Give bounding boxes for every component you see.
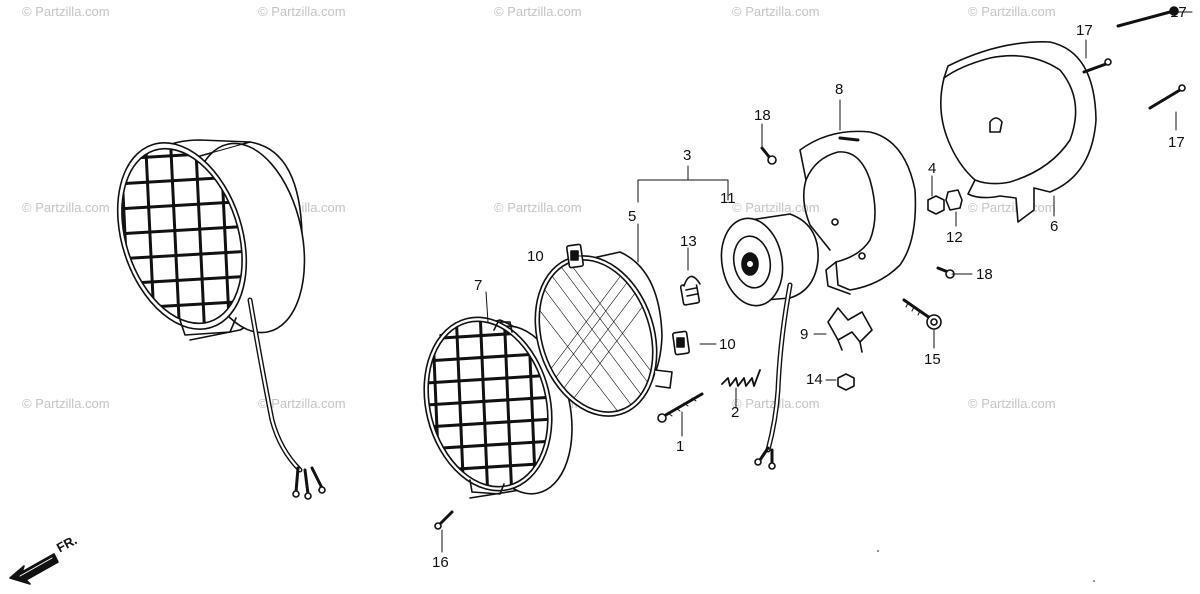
- bolt-part-17-middle: [1082, 58, 1112, 74]
- callout-1: 1: [676, 438, 685, 455]
- clip-part-10-upper: [565, 243, 585, 269]
- callout-18-upper: 18: [754, 107, 771, 124]
- screw-part-18-upper: [760, 146, 777, 165]
- headlight-lens-part: [520, 249, 673, 427]
- watermark: © Partzilla.com: [732, 200, 820, 215]
- nut-part-12: [945, 189, 963, 211]
- headlight-case-part-8: [799, 130, 917, 295]
- headlight-assembly-complete: [100, 133, 326, 500]
- callout-8: 8: [835, 81, 844, 98]
- front-direction-arrow-icon: [9, 553, 59, 585]
- bolt-part-15: [902, 298, 942, 330]
- callout-5: 5: [628, 208, 637, 225]
- socket-part-11: [720, 213, 819, 470]
- callout-17-top-right: 17: [1170, 4, 1187, 21]
- watermark: © Partzilla.com: [22, 200, 110, 215]
- callout-14: 14: [806, 371, 823, 388]
- headlight-rim-grille-part: [411, 308, 573, 500]
- clip-part-10-lower: [671, 330, 691, 356]
- watermark: © Partzilla.com: [494, 4, 582, 19]
- callout-4: 4: [928, 160, 937, 177]
- watermark: © Partzilla.com: [968, 396, 1056, 411]
- callout-17-right: 17: [1168, 134, 1185, 151]
- watermark: © Partzilla.com: [22, 4, 110, 19]
- callout-15: 15: [924, 351, 941, 368]
- bulb-part-13: [679, 275, 701, 306]
- visor-part-6: [940, 41, 1097, 223]
- callout-17-top: 17: [1076, 22, 1093, 39]
- screw-part-1: [657, 392, 704, 423]
- spring-part-2: [721, 369, 761, 387]
- bolt-part-17-right: [1148, 84, 1186, 110]
- screw-part-16: [434, 510, 454, 530]
- bracket-part-9: [827, 307, 873, 353]
- callout-13: 13: [680, 233, 697, 250]
- watermark: © Partzilla.com: [732, 4, 820, 19]
- watermark: © Partzilla.com: [968, 4, 1056, 19]
- grommet-part-4: [927, 195, 945, 215]
- watermark: © Partzilla.com: [258, 396, 346, 411]
- callout-3: 3: [683, 147, 692, 164]
- callout-10-lower: 10: [719, 336, 736, 353]
- callout-2: 2: [731, 404, 740, 421]
- callout-10-upper: 10: [527, 248, 544, 265]
- watermark: © Partzilla.com: [22, 396, 110, 411]
- callout-6: 6: [1050, 218, 1059, 235]
- screw-part-18-lower: [936, 266, 955, 279]
- nut-part-14: [837, 373, 855, 391]
- callout-12: 12: [946, 229, 963, 246]
- callout-16: 16: [432, 554, 449, 571]
- leader-lines: [441, 11, 1193, 553]
- callout-11: 11: [720, 190, 736, 207]
- callout-9: 9: [800, 326, 809, 343]
- watermark: © Partzilla.com: [258, 4, 346, 19]
- bolt-part-17-top: [1116, 6, 1179, 28]
- watermark: © Partzilla.com: [494, 200, 582, 215]
- callout-7: 7: [474, 277, 483, 294]
- callout-18-lower: 18: [976, 266, 993, 283]
